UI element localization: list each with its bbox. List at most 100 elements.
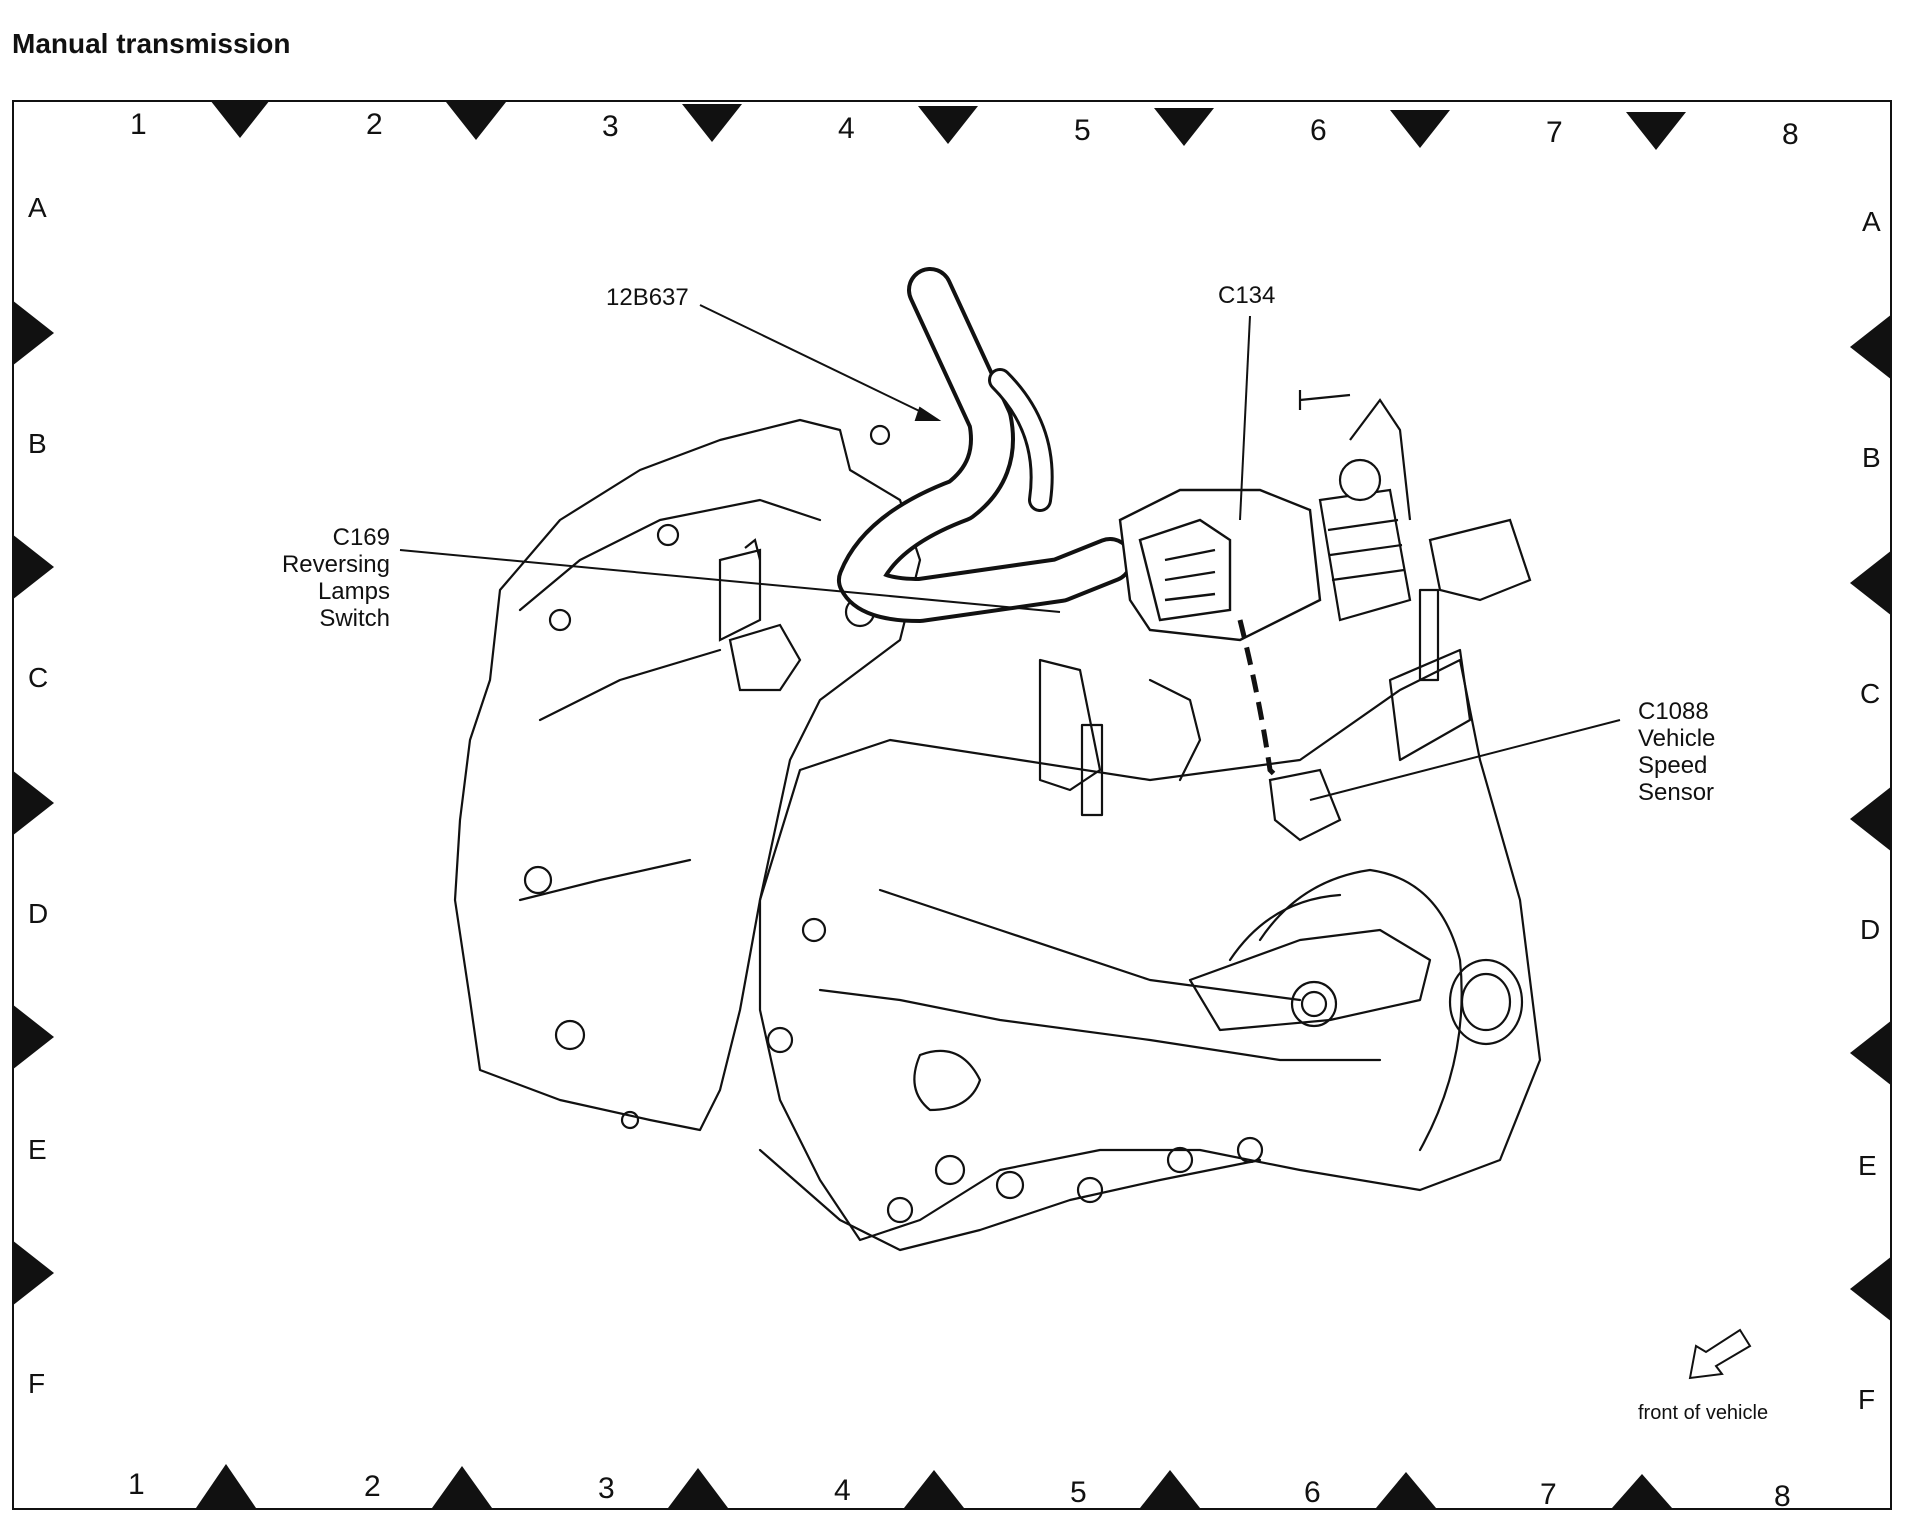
grid-marker (904, 1470, 964, 1508)
bell-housing (453, 418, 922, 1132)
grid-marker (12, 1240, 54, 1306)
grid-marker (1850, 1020, 1892, 1086)
bolt-hole (548, 608, 572, 632)
bolt-hole (620, 1110, 640, 1130)
grid-marker (1612, 1474, 1672, 1508)
callout-c1088: C1088 Vehicle Speed Sensor (1638, 698, 1768, 806)
leader-arrow (914, 406, 942, 421)
arrow-icon (1688, 1328, 1752, 1380)
grid-marker (918, 106, 978, 144)
grid-col-top-4: 4 (838, 112, 855, 145)
actuator-pivot (1338, 458, 1382, 502)
leader-lines (399, 304, 1621, 801)
switch-plug (728, 623, 802, 692)
case-ridge (818, 988, 1382, 1062)
grid-row-left-B: B (28, 428, 47, 459)
grid-col-top-5: 5 (1074, 114, 1091, 147)
grid-col-top-1: 1 (130, 108, 147, 141)
speed-sensor (1268, 768, 1342, 842)
grid-col-bottom-8: 8 (1774, 1480, 1791, 1513)
bolt (886, 1196, 914, 1224)
grid-marker (12, 770, 54, 836)
grid-col-bottom-4: 4 (834, 1474, 851, 1507)
grid-col-bottom-6: 6 (1304, 1476, 1321, 1509)
grid-col-top-3: 3 (602, 110, 619, 143)
reversing-switch (718, 538, 802, 692)
grid-marker (1140, 1470, 1200, 1508)
grid-row-left-A: A (28, 192, 47, 223)
switch-stem (744, 538, 762, 561)
grid-row-right-D: D (1860, 914, 1881, 945)
grid-col-top-2: 2 (366, 108, 383, 141)
side-cover (1258, 868, 1463, 1152)
shift-post (1080, 723, 1104, 817)
grid-marker (682, 104, 742, 142)
drain-plug (913, 1049, 982, 1112)
grid-marker (1626, 112, 1686, 150)
leader-c134 (1239, 315, 1251, 521)
bolt (1236, 1136, 1264, 1164)
bolt (801, 917, 827, 943)
mounting-boss (1188, 928, 1432, 1032)
callout-12b637: 12B637 (606, 284, 689, 311)
side-cover (1228, 893, 1342, 962)
grid-marker (668, 1468, 728, 1508)
connector-pins (1164, 548, 1216, 602)
shift-tower (1038, 658, 1102, 792)
grid-row-right-B: B (1862, 442, 1881, 473)
shift-tower (1388, 648, 1472, 762)
grid-marker (1390, 110, 1450, 148)
sensor-body (1268, 768, 1342, 842)
grid-marker (12, 534, 54, 600)
grid-marker (196, 1464, 256, 1508)
callout-c169-line2: Lamps (317, 578, 390, 605)
bolt (934, 1154, 966, 1186)
bolt-hole (554, 1019, 586, 1051)
housing-rib (518, 858, 692, 902)
lower-flange (758, 1148, 1262, 1252)
hidden-harness (1237, 619, 1292, 792)
page-title: Manual transmission (12, 28, 291, 59)
grid-marker (1376, 1472, 1436, 1508)
bolt-hole (869, 424, 891, 446)
transmission-body (453, 418, 1542, 1252)
axle-seal-inner (1460, 972, 1512, 1032)
harness-12b637 (837, 267, 1133, 623)
housing-flange (518, 498, 822, 612)
grid-row-left-E: E (28, 1134, 47, 1165)
callout-c1088-line1: Vehicle (1638, 725, 1716, 752)
case-ridge (878, 888, 1302, 1002)
shift-tower (1148, 678, 1202, 782)
grid-col-bottom-1: 1 (128, 1468, 145, 1501)
callout-c1088-line3: Sensor (1638, 779, 1715, 806)
grid-row-right-C: C (1860, 678, 1881, 709)
callout-c134: C134 (1218, 282, 1276, 309)
gear-case (758, 658, 1542, 1242)
grid-row-right-A: A (1862, 206, 1881, 237)
bolt-hole (523, 865, 553, 895)
bolt-hole (656, 523, 680, 547)
leader-c1088 (1309, 719, 1621, 801)
actuator-lever (1428, 518, 1532, 602)
actuator-rings (1327, 518, 1405, 582)
front-of-vehicle-label: front of vehicle (1638, 1402, 1769, 1424)
grid-col-bottom-3: 3 (598, 1472, 615, 1505)
bolt (766, 1026, 794, 1054)
connector-c134 (1118, 488, 1322, 642)
grid-marker (1850, 550, 1892, 616)
actuator-arm (1349, 398, 1412, 521)
grid-row-left-F: F (28, 1368, 46, 1399)
actuator-pin (1298, 390, 1351, 410)
grid-marker (1850, 1256, 1892, 1322)
grid-marker (1154, 108, 1214, 146)
grid-marker (12, 300, 54, 366)
callout-c169-line3: Switch (319, 605, 390, 632)
grid-row-right-E: E (1858, 1150, 1877, 1181)
switch-body (718, 548, 762, 642)
bolt (1076, 1176, 1104, 1204)
grid-marker (210, 100, 270, 138)
bolt (1166, 1146, 1194, 1174)
callout-c169-line1: Reversing (281, 551, 390, 578)
output-port-inner (1300, 990, 1328, 1018)
